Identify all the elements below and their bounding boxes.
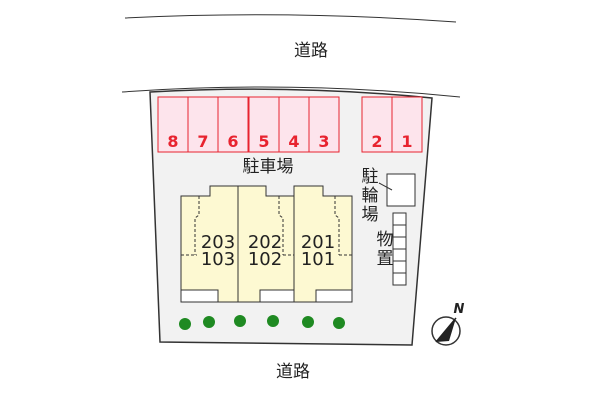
tree-icon <box>267 315 279 327</box>
parking-slot-4: 4 <box>278 96 310 153</box>
tree-icon <box>333 317 345 329</box>
parking-slot-number: 5 <box>258 132 269 151</box>
road-label-top: 道路 <box>294 41 328 61</box>
parking-slot-number: 4 <box>288 132 299 151</box>
parking-slot-number: 2 <box>371 132 382 151</box>
tree-icon <box>302 316 314 328</box>
storage: 物 置 <box>377 212 407 286</box>
parking-label: 駐車場 <box>243 157 294 177</box>
road-label-bottom: 道路 <box>276 362 310 382</box>
unit-labels: 203 103 202 102 201 101 <box>201 232 335 270</box>
parking-slot-8: 8 <box>157 96 189 153</box>
parking-slot-5: 5 <box>248 96 280 153</box>
storage-label-1: 物 <box>377 230 394 250</box>
trees <box>179 315 345 330</box>
bicycle-parking: 駐 輪 場 <box>362 167 416 225</box>
parking-slot-number: 6 <box>227 132 238 151</box>
bicycle-label-3: 場 <box>362 205 379 225</box>
parking-slot-number: 8 <box>167 132 178 151</box>
buildings <box>180 185 353 303</box>
parking-slot-number: 3 <box>318 132 329 151</box>
parking-slot-number: 1 <box>401 132 412 151</box>
parking-slot-7: 7 <box>187 96 219 153</box>
parking-slot-3: 3 <box>308 96 340 153</box>
parking-slot-2: 2 <box>361 96 393 153</box>
unit-102: 102 <box>248 249 282 270</box>
unit-101: 101 <box>301 249 335 270</box>
storage-unit <box>392 212 407 226</box>
storage-unit <box>392 236 407 250</box>
storage-unit <box>392 224 407 238</box>
compass-north-label: N <box>454 302 465 317</box>
parking-slot-1: 1 <box>391 96 423 153</box>
unit-203: 203 <box>201 232 235 253</box>
storage-label-2: 置 <box>377 249 394 269</box>
tree-icon <box>179 318 191 330</box>
unit-103: 103 <box>201 249 235 270</box>
compass: N <box>431 302 465 346</box>
bicycle-label-2: 輪 <box>362 186 379 206</box>
tree-icon <box>234 315 246 327</box>
tree-icon <box>203 316 215 328</box>
road-edge-top <box>124 14 457 23</box>
parking-slot-6: 6 <box>217 96 249 153</box>
parking-slot-number: 7 <box>197 132 208 151</box>
storage-unit <box>392 248 407 262</box>
unit-202: 202 <box>248 232 282 253</box>
unit-201: 201 <box>301 232 335 253</box>
storage-unit <box>392 272 407 286</box>
road-edge-middle <box>121 86 461 98</box>
bicycle-label-1: 駐 <box>362 167 379 187</box>
storage-unit <box>392 260 407 274</box>
